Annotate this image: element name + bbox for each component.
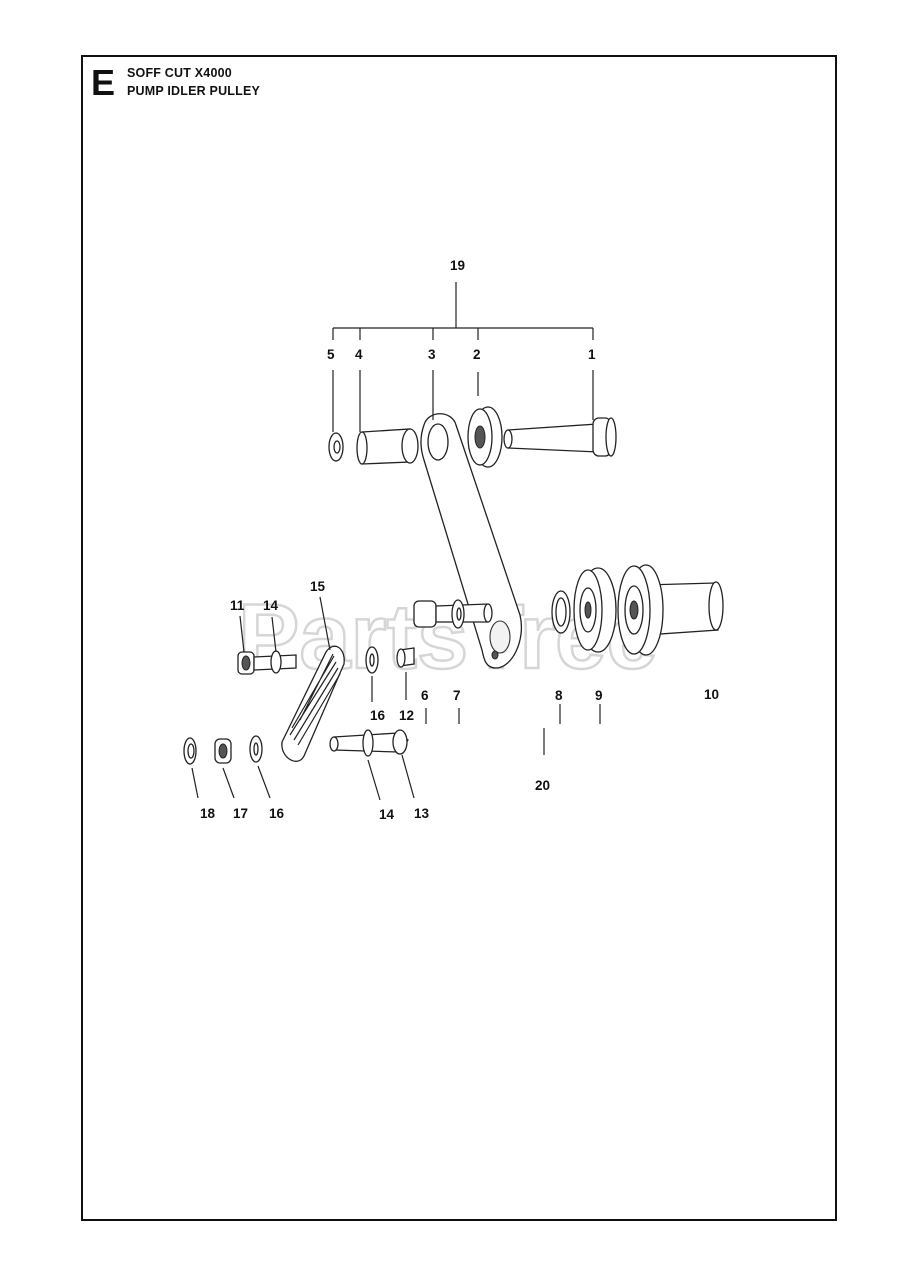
callout-4: 4 <box>355 347 363 362</box>
part-15-spring <box>281 645 345 762</box>
part-9-bearing <box>573 567 617 653</box>
callout-13: 13 <box>414 806 430 821</box>
callout-20: 20 <box>535 778 550 793</box>
part-3-idler-arm <box>420 413 522 669</box>
part-18-washer <box>183 737 197 765</box>
callout-8: 8 <box>555 688 563 703</box>
callout-16-upper: 16 <box>370 708 386 723</box>
part-2-bearing <box>467 406 503 468</box>
callout-19: 19 <box>450 258 465 273</box>
part-10-pulley <box>617 564 724 656</box>
part-8-ring <box>551 590 571 634</box>
callout-9: 9 <box>595 688 603 703</box>
leader-lines <box>191 370 601 801</box>
part-14-stud-upper <box>253 650 297 674</box>
callout-14-lower: 14 <box>379 807 395 822</box>
assembly-title: PUMP IDLER PULLEY <box>127 84 261 98</box>
callout-12: 12 <box>399 708 414 723</box>
callout-5: 5 <box>327 347 335 362</box>
drawing-frame <box>81 55 837 1221</box>
part-7-washer <box>451 599 465 629</box>
callout-16-lower: 16 <box>269 806 285 821</box>
part-11-nut <box>237 651 255 675</box>
callout-6: 6 <box>421 688 429 703</box>
part-4-spacer <box>356 428 419 465</box>
callout-labels: 19 5 4 3 2 1 15 11 14 16 12 6 7 8 9 10 2… <box>200 258 719 822</box>
callout-18: 18 <box>200 806 216 821</box>
part-16-washer-lower <box>249 735 263 763</box>
part-5-nut <box>328 432 344 462</box>
section-letter: E <box>91 62 116 103</box>
model-title: SOFF CUT X4000 <box>127 66 232 80</box>
callout-7: 7 <box>453 688 461 703</box>
callout-14-upper: 14 <box>263 598 279 613</box>
callout-10: 10 <box>704 687 719 702</box>
callout-11: 11 <box>230 598 245 613</box>
part-1-bolt <box>503 417 617 457</box>
part-17-nut <box>214 738 232 764</box>
part-16-washer-upper <box>365 646 379 674</box>
callout-2: 2 <box>473 347 481 362</box>
callout-3: 3 <box>428 347 436 362</box>
callout-15: 15 <box>310 579 326 594</box>
callout-17: 17 <box>233 806 248 821</box>
group-19-bracket <box>332 282 594 340</box>
part-14-washer-lower <box>362 729 374 757</box>
part-12-bushing <box>396 647 415 668</box>
callout-1: 1 <box>588 347 596 362</box>
